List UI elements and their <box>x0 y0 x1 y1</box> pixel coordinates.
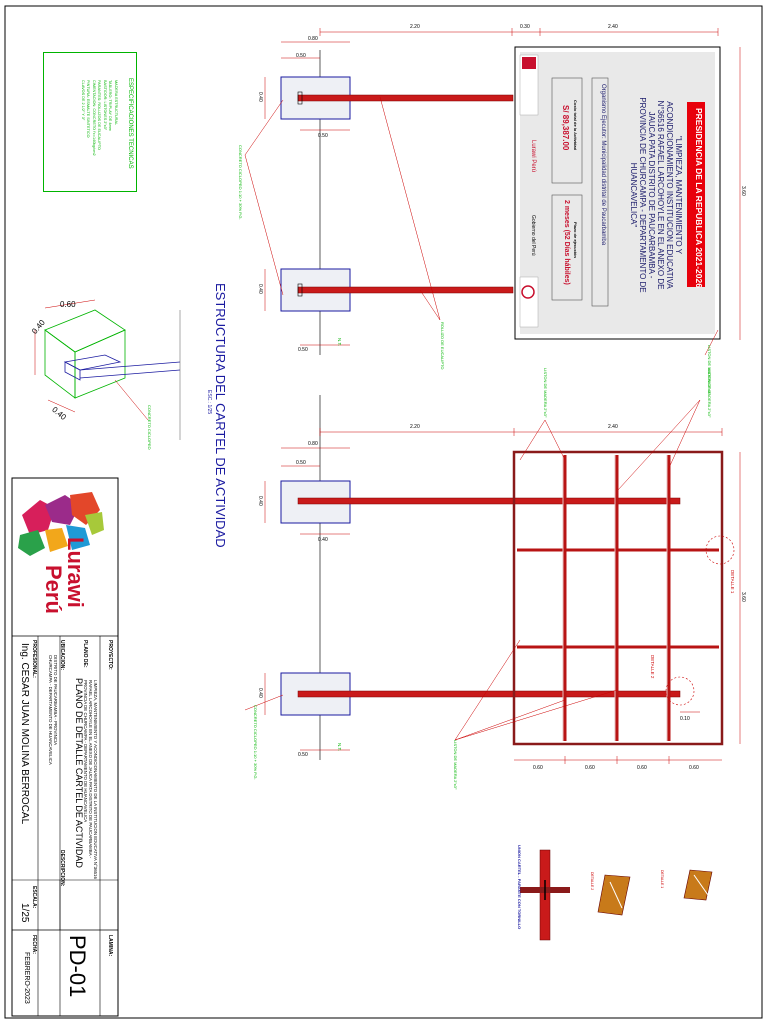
detail2-label: DETALLE 2 <box>650 655 655 679</box>
tb-plan-label: PLANO DE: <box>82 640 88 668</box>
frame-note-mid-1: LISTON DE MADERA 2"x3" <box>543 368 548 418</box>
frame-note-bottom: LISTON DE MADERA 2"x3" <box>453 740 458 790</box>
connection-note: UNION CARTEL - PARANTE CON TORNILLO <box>517 845 522 930</box>
spec-title: ESPECIFICACIONES TECNICAS <box>127 78 133 169</box>
dim-030-top: 0.30 <box>520 24 530 30</box>
tb-professional: Ing. CESAR JUAN MOLINA BERROCAL <box>19 643 30 825</box>
scale-note: ESC.: 1/25 <box>206 390 212 415</box>
dim-360-top: 3.60 <box>740 186 746 196</box>
post-top-1 <box>297 94 514 102</box>
tb-plan-title: PLANO DE DETALLE CARTEL DE ACTIVIDAD <box>74 678 84 868</box>
dim-040-v2: 0.40 <box>257 284 263 294</box>
tb-sheet: PD-01 <box>65 935 90 998</box>
concrete-note-bottom: CONCRETO CICLOPEO 1:10 + 30% P.G. <box>253 705 258 780</box>
tb-professional-label: PROFESIONAL: <box>31 640 37 678</box>
tb-scale: 1/25 <box>19 903 30 923</box>
detail1-small: DETALLE 1 <box>660 870 664 889</box>
nt-label-top: N.T. <box>337 338 342 347</box>
cost-box <box>551 77 583 184</box>
connection-details <box>520 849 713 941</box>
tb-project-text: LIMPIEZA, MANTENIMIENTO Y ACONDICIONAMIE… <box>83 680 98 879</box>
nt-label-bottom: N.T. <box>337 743 342 752</box>
sign-header-band <box>687 102 705 287</box>
concrete-note-top: CONCRETO CICLOPEO 1:10 + 30% P.G. <box>238 145 243 220</box>
detail2-small: DETALLE 2 <box>590 872 594 891</box>
spec-line-3: BASTIDOR: LISTONES 2"x3" <box>103 80 107 131</box>
dim-060-c: 0.60 <box>637 765 647 771</box>
post-bottom-1 <box>297 497 681 505</box>
detail-2-drawing <box>597 874 631 916</box>
tb-scale-label: ESCALA: <box>31 886 37 909</box>
sign-header: PRESIDENCIA DE LA REPUBLICA 2021-2026 <box>694 108 704 288</box>
dim-080-top: 0.80 <box>308 36 318 42</box>
spec-line-1: MADERA ESTRUCTURAL <box>114 80 118 126</box>
dim-060-d: 0.60 <box>689 765 699 771</box>
dim-060-b: 0.60 <box>585 765 595 771</box>
time-box <box>551 194 583 301</box>
dim-010: 0.10 <box>680 716 690 722</box>
tb-project-label: PROYECTO: <box>107 640 113 670</box>
tb-location-text: DISTRITO DE PAUCARBAMBA - PROVINCIA CHUR… <box>48 655 58 765</box>
sign-cost-value: S/ 89,387.00 <box>561 105 570 151</box>
sign-time-value: 2 meses (52 Días hábiles) <box>563 200 570 285</box>
sheet-border <box>4 5 763 1019</box>
dim-040-v1: 0.40 <box>257 92 263 102</box>
dim-050-bot-a: 0.50 <box>296 460 306 466</box>
isometric-footing <box>34 299 181 440</box>
spec-line-4: PARANTES: ROLLIZOS DE EUCALIPTO <box>97 80 102 150</box>
dim-240-top: 2.40 <box>608 24 618 30</box>
sign-cost-label: Costo total de la Actividad <box>573 100 578 151</box>
post-note-top: ROLLIZO DE EUCALIPTO <box>440 322 445 370</box>
dim-040-v3: 0.40 <box>257 496 263 506</box>
detail-1-drawing <box>683 869 713 901</box>
top-elevation <box>244 28 741 356</box>
sign-frame-bastidor <box>512 450 724 746</box>
logo-text-peru: Perú <box>41 565 66 614</box>
dim-050-bot-b: 0.50 <box>298 752 308 758</box>
post-bottom-2 <box>297 690 681 698</box>
dim-050-top-c: 0.50 <box>298 347 308 353</box>
detail1-label: DETALLE 1 <box>730 570 735 594</box>
lurawi-logo <box>18 492 104 556</box>
spec-line-6: PINTURA: ESMALTE SINTETICO <box>86 80 91 138</box>
dim-060-a: 0.60 <box>533 765 543 771</box>
dim-040-bot: 0.40 <box>318 537 328 543</box>
tb-description-label: DESCRIPCION: <box>59 850 65 887</box>
tb-date: FEBRERO-2023 <box>23 952 30 1004</box>
sign-brand-lurawi: Lurawi Perú <box>530 140 536 173</box>
sign-executor: Organismo Ejecutor: Municipalidad distri… <box>600 84 606 246</box>
iso-note: CONCRETO CICLOPEO <box>147 405 152 450</box>
dim-220-top: 2.20 <box>410 24 420 30</box>
spec-box <box>43 52 137 192</box>
dim-360-bot: 3.60 <box>740 592 746 602</box>
spec-list: MADERA ESTRUCTURAL TABLERO: TRIPLAY DE 4… <box>80 80 118 180</box>
spec-line-2: TABLERO: TRIPLAY DE 4mm <box>108 80 113 131</box>
main-title: ESTRUCTURA DEL CARTEL DE ACTIVIDAD <box>213 283 228 548</box>
tb-sheet-label: LAMINA: <box>107 935 113 957</box>
sign-board-panel <box>520 52 715 334</box>
dim-040-v4: 0.40 <box>257 688 263 698</box>
title-block <box>11 477 119 1017</box>
tb-date-label: FECHA: <box>31 935 37 954</box>
dim-220-bot: 2.20 <box>410 424 420 430</box>
frame-note-mid-2: LISTON DE MADERA 2"x3" <box>707 368 712 418</box>
sign-brand-gobierno: Gobierno del Perú <box>530 215 536 256</box>
dim-050-top-a: 0.50 <box>296 53 306 59</box>
post-top-2 <box>297 286 514 294</box>
dim-050-top-b: 0.50 <box>318 133 328 139</box>
tb-location-label: UBICACION: <box>59 640 65 670</box>
dim-060-iso: 0.60 <box>60 300 76 309</box>
dim-080-bot: 0.80 <box>308 441 318 447</box>
dim-240-bot: 2.40 <box>608 424 618 430</box>
sign-time-label: Plazo de ejecución <box>573 222 578 258</box>
spec-line-5: CIMENTACION: CONCRETO f'c=140kg/cm2 <box>92 80 96 156</box>
sign-title: "LIMPIEZA, MANTENIMIENTO Y ACONDICIONAMI… <box>629 97 683 293</box>
bottom-elevation <box>244 395 741 764</box>
